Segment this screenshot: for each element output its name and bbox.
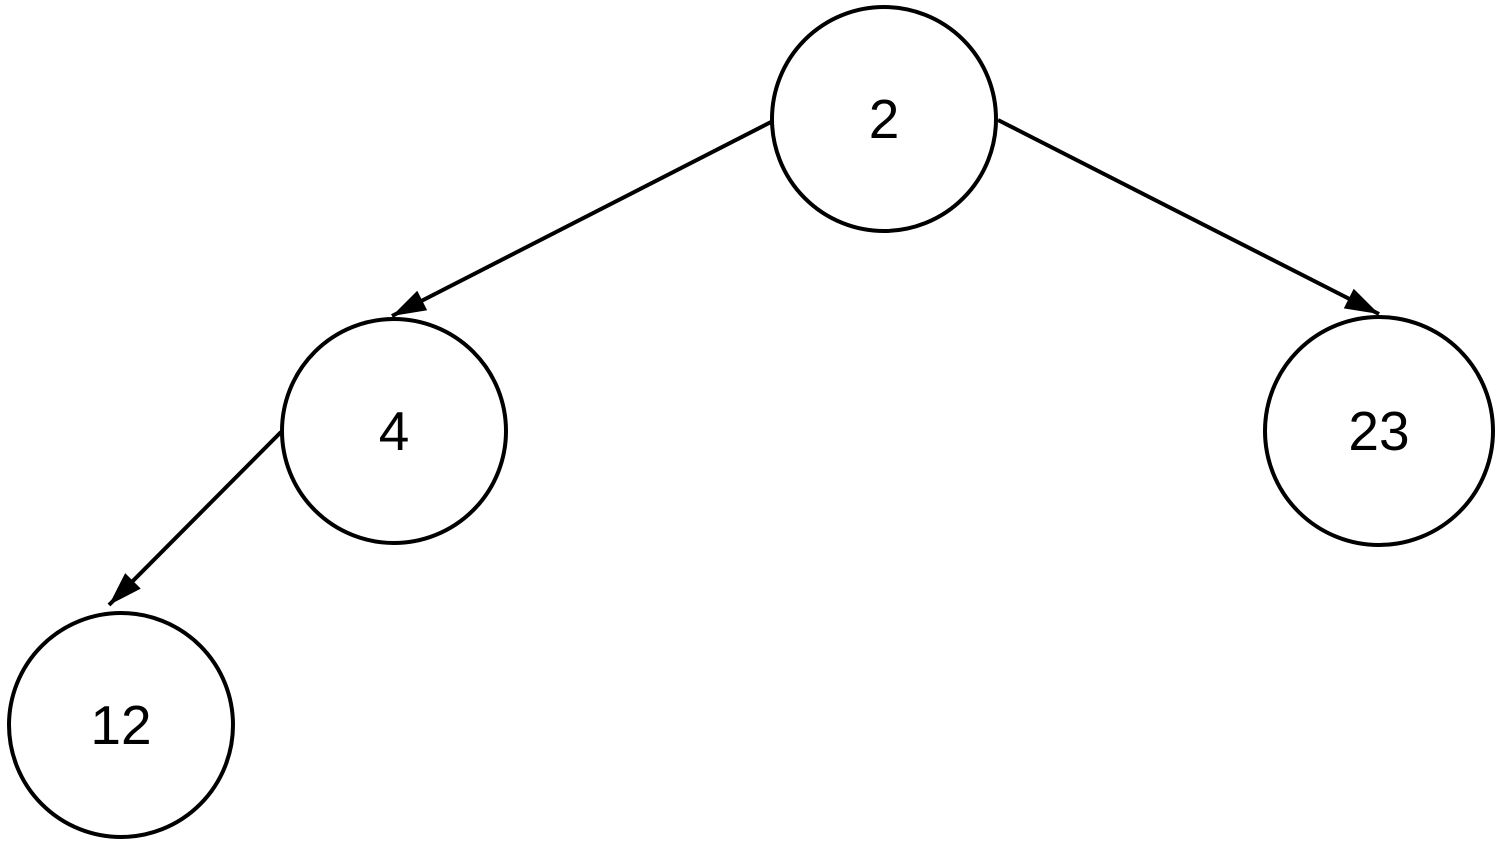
node-label-12: 12: [90, 694, 151, 756]
edge-2-to-23: [997, 118, 1380, 316]
node-circle-12: [7, 611, 235, 839]
node-circle-4: [280, 317, 508, 545]
edge-2-to-4: [391, 120, 772, 318]
node-label-2: 2: [869, 88, 900, 150]
tree-node-4: 4: [280, 317, 508, 545]
edge-4-to-12: [107, 430, 283, 607]
tree-node-2: 2: [770, 5, 998, 233]
node-circle-23: [1263, 315, 1495, 547]
node-circle-2: [770, 5, 998, 233]
node-label-4: 4: [379, 400, 410, 462]
tree-node-23: 23: [1263, 315, 1495, 547]
node-label-23: 23: [1348, 400, 1409, 462]
tree-node-12: 12: [7, 611, 235, 839]
